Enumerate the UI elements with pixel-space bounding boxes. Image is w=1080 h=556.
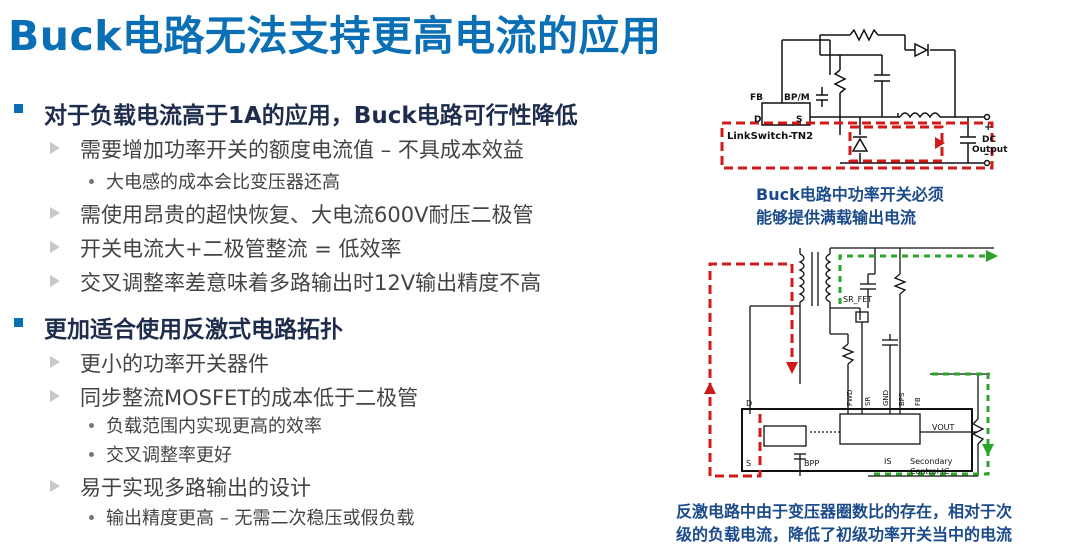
pin-d-label: D — [754, 115, 761, 125]
pin-fwd-label: FWD — [846, 390, 854, 406]
ic-label-1: Secondary — [910, 457, 953, 466]
output-label: Output — [972, 145, 1008, 155]
bullet-triangle-icon — [50, 142, 60, 154]
bullet-triangle-icon — [50, 275, 60, 287]
flyback-caption-line-2: 级的负载电流，降低了初级功率开关当中的电流 — [676, 525, 1013, 544]
bullet-dot-icon — [89, 423, 94, 428]
bullet-triangle-icon — [50, 356, 60, 368]
pin-fb-label: FB — [914, 397, 922, 406]
buck-caption-line-2: 能够提供满载输出电流 — [756, 208, 917, 227]
pin-fb-label: FB — [750, 93, 763, 103]
buck-caption: Buck电路中功率开关必须 能够提供满载输出电流 — [756, 183, 944, 229]
bullet-dot-icon — [89, 179, 94, 184]
bullet-triangle-icon — [50, 480, 60, 492]
bullet-level2: 交叉调整率差意味着多路输出时12V输出精度不高 — [80, 271, 542, 295]
pin-bpp-label: BPP — [804, 459, 819, 468]
sr-fet-label: SR_FET — [843, 295, 872, 304]
bullet-dot-icon — [89, 515, 94, 520]
bullet-level2: 开关电流大+二极管整流 = 低效率 — [80, 237, 402, 261]
output-minus-label: – — [984, 149, 989, 160]
bullet-square-icon — [14, 318, 23, 327]
bullet-triangle-icon — [50, 241, 60, 253]
bullet-level3: 交叉调整率更好 — [106, 445, 232, 466]
buck-caption-line-1: Buck电路中功率开关必须 — [756, 185, 944, 204]
flyback-caption: 反激电路中由于变压器圈数比的存在，相对于次 级的负载电流，降低了初级功率开关当中… — [676, 500, 1012, 546]
pin-s-label: S — [796, 115, 802, 125]
bullet-triangle-icon — [50, 207, 60, 219]
bullet-square-icon — [14, 104, 23, 113]
pin-sr-label: SR — [864, 397, 872, 406]
bullet-level3: 输出精度更高 – 无需二次稳压或假负载 — [106, 508, 415, 529]
bullet-triangle-icon — [50, 390, 60, 402]
output-plus-label: + — [984, 122, 992, 133]
flyback-circuit-diagram: SR_FET D S BPP FWD SR GND BPS FB VOUT IS… — [704, 247, 998, 478]
pin-s-label: S — [746, 459, 751, 468]
bullet-level2: 需使用昂贵的超快恢复、大电流600V耐压二极管 — [80, 203, 534, 227]
pin-d-label: D — [746, 399, 752, 408]
ic-label-2: Control IC — [910, 467, 950, 476]
buck-circuit-diagram: FB BP/M D S LinkSwitch-TN2 + – DC Output — [720, 28, 1008, 170]
pin-bps-label: BPS — [898, 392, 906, 406]
pin-vout-label: VOUT — [932, 423, 954, 432]
pin-gnd-label: GND — [882, 390, 890, 406]
flyback-caption-line-1: 反激电路中由于变压器圈数比的存在，相对于次 — [676, 502, 1013, 521]
pin-bpm-label: BP/M — [784, 93, 810, 103]
ic-label: LinkSwitch-TN2 — [727, 131, 813, 142]
pin-is-label: IS — [884, 457, 891, 466]
bullet-level2: 易于实现多路输出的设计 — [80, 476, 311, 500]
bullet-level2: 同步整流MOSFET的成本低于二极管 — [80, 386, 419, 410]
bullet-level2: 需要增加功率开关的额度电流值 – 不具成本效益 — [80, 138, 524, 162]
slide-title: Buck电路无法支持更高电流的应用 — [8, 12, 662, 60]
bullet-list: 对于负载电流高于1A的应用，Buck电路可行性降低 需要增加功率开关的额度电流值… — [14, 103, 578, 529]
bullet-level2: 更小的功率开关器件 — [80, 352, 269, 376]
bullet-level1: 对于负载电流高于1A的应用，Buck电路可行性降低 — [44, 103, 578, 129]
bullet-level3: 负载范围内实现更高的效率 — [106, 416, 322, 437]
bullet-level3: 大电感的成本会比变压器还高 — [106, 172, 340, 193]
bullet-level1: 更加适合使用反激式电路拓扑 — [44, 317, 343, 343]
dc-label: DC — [982, 135, 996, 145]
bullet-dot-icon — [89, 452, 94, 457]
